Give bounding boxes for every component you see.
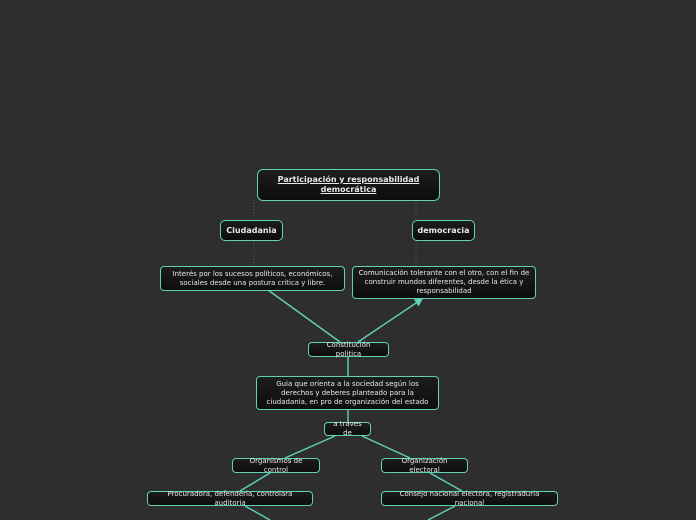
link-procuradora-below [244,505,271,520]
link-interes-constitucion [267,289,341,343]
node-root-label: Participación y responsabilidad democrát… [277,175,420,194]
node-guia-label: Guia que orienta a la sociedad según los… [266,379,429,406]
link-atraves-electoral [361,435,411,459]
node-organismos[interactable]: Organismos de control [232,456,320,474]
link-consejo-below [427,505,456,520]
node-interes-label: Interés por los sucesos políticos, econó… [172,269,333,287]
node-electoral[interactable]: Organización electoral [381,456,468,474]
node-ciudadania-label: Ciudadania [226,226,277,235]
node-consejo[interactable]: Consejo nacional electora, registraduria… [381,489,558,507]
link-atraves-organismos [284,435,336,459]
node-procuradora[interactable]: Procuradora, defenderia, controlara audi… [147,489,313,507]
node-comunicacion[interactable]: Comunicación tolerante con el otro, con … [352,266,536,299]
node-consejo-label: Consejo nacional electora, registraduria… [399,489,540,507]
link-organismos-procuradora [239,472,271,492]
link-constitucion-comunicacion [357,298,424,343]
node-constitucion[interactable]: Constitución politica [308,340,389,358]
node-democracia[interactable]: democracia [412,220,475,241]
node-democracia-label: democracia [417,226,470,235]
node-constitucion-label: Constitución politica [326,340,371,358]
node-atraves-label: a traves de [333,420,362,437]
node-root[interactable]: Participación y responsabilidad democrát… [257,169,440,201]
node-interes[interactable]: Interés por los sucesos políticos, econó… [160,266,345,291]
node-comunicacion-label: Comunicación tolerante con el otro, con … [358,269,530,295]
node-ciudadania[interactable]: Ciudadania [220,220,283,241]
node-guia[interactable]: Guia que orienta a la sociedad según los… [256,376,439,410]
node-organismos-label: Organismos de control [249,456,303,474]
node-electoral-label: Organización electoral [401,456,448,474]
node-procuradora-label: Procuradora, defenderia, controlara audi… [167,489,293,507]
node-atraves[interactable]: a traves de [324,420,371,437]
link-electoral-consejo [429,472,463,492]
